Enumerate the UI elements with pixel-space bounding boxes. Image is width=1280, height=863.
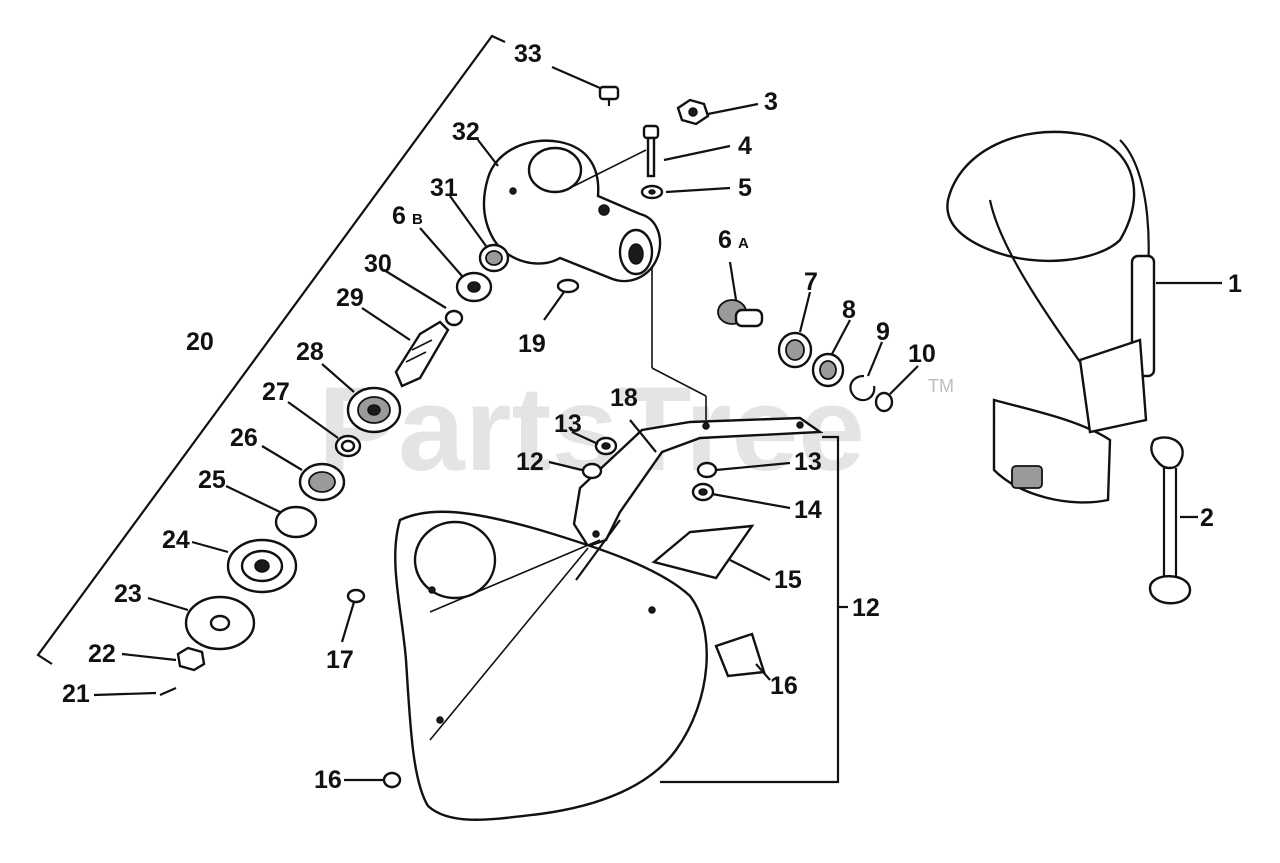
bracket-20 <box>36 34 506 665</box>
callout-13b: 14 <box>794 496 822 524</box>
watermark-tm: TM <box>928 376 954 396</box>
callout-28: 28 <box>296 338 324 366</box>
part-4-bolt <box>642 124 660 178</box>
callout-25: 25 <box>198 466 226 494</box>
leader-lines <box>93 65 1222 782</box>
part-11-guard <box>394 510 708 821</box>
callout-24: 24 <box>162 526 190 554</box>
part-15-label <box>714 632 766 678</box>
callout-4: 4 <box>738 132 752 160</box>
callout-11: 12 <box>852 594 880 622</box>
part-10-ring <box>874 391 894 413</box>
part-18-bracket <box>572 416 824 548</box>
callout-27: 27 <box>262 378 290 406</box>
part-3-nut <box>676 98 710 126</box>
callout-7: 7 <box>804 268 818 296</box>
callout-12b: 13 <box>794 448 822 476</box>
part-5-washer <box>640 184 664 200</box>
part-21-pin <box>159 686 177 697</box>
callout-30: 30 <box>364 250 392 278</box>
callout-6b: 6 <box>392 202 406 230</box>
callout-31: 31 <box>430 174 458 202</box>
part-23-disc <box>184 595 256 651</box>
part-17-screw <box>346 588 366 604</box>
part-6b-gear <box>455 271 493 303</box>
part-27-spacer <box>334 434 362 458</box>
callout-22: 22 <box>88 640 116 668</box>
callout-12a: 12 <box>516 448 544 476</box>
callout-16-text: 16 <box>314 766 342 794</box>
part-12-lockwasher-b <box>696 461 718 479</box>
callout-1: 1 <box>1228 270 1242 298</box>
part-12-lockwasher-a <box>581 462 603 480</box>
part-13-nut-b <box>691 482 715 502</box>
callout-26: 26 <box>230 424 258 452</box>
part-33-screw <box>598 85 620 106</box>
callout-9: 9 <box>876 318 890 346</box>
callout-20: 20 <box>186 328 214 356</box>
part-28-bearing <box>346 386 402 434</box>
callout-6a-suffix: A <box>738 235 749 252</box>
callout-33: 33 <box>514 40 542 68</box>
part-13-nut-a <box>594 436 618 456</box>
part-19-nut <box>556 278 580 294</box>
callout-17-text: 17 <box>326 646 354 674</box>
part-30-ring <box>444 309 464 327</box>
part-9-circlip <box>849 374 876 402</box>
callout-3: 3 <box>764 88 778 116</box>
part-6a-gear-shaft <box>717 299 764 328</box>
callout-6b-suffix: B <box>412 211 423 228</box>
callout-21: 21 <box>62 680 90 708</box>
part-31-bearing <box>478 243 510 273</box>
callout-19: 19 <box>518 330 546 358</box>
callout-2: 2 <box>1200 504 1214 532</box>
callout-8: 8 <box>842 296 856 324</box>
callout-14: 15 <box>774 566 802 594</box>
callout-5: 5 <box>738 174 752 202</box>
part-8-bearing <box>811 352 845 388</box>
callout-10: 10 <box>908 340 936 368</box>
callout-labels: 33 3 4 5 32 31 6 B 30 29 28 27 26 25 24 … <box>62 40 1242 794</box>
callout-6a: 6 <box>718 226 732 254</box>
callout-23: 23 <box>114 580 142 608</box>
part-32-gear-head <box>482 139 662 283</box>
part-26-bearing <box>298 462 346 502</box>
callout-32: 32 <box>452 118 480 146</box>
callout-15: 16 <box>770 672 798 700</box>
part-25-snap-ring <box>274 505 318 539</box>
callout-13a: 13 <box>554 410 582 438</box>
callout-29: 29 <box>336 284 364 312</box>
part-2-lanyard <box>1148 436 1192 605</box>
part-29-spindle <box>394 320 450 388</box>
part-24-holder <box>226 538 298 594</box>
bracket-11 <box>660 435 840 784</box>
part-1-harness <box>946 130 1156 504</box>
callout-18: 18 <box>610 384 638 412</box>
part-16-screw <box>382 771 402 789</box>
part-22-nut <box>176 646 206 672</box>
part-14-label <box>651 524 755 580</box>
part-7-bearing <box>777 331 813 369</box>
